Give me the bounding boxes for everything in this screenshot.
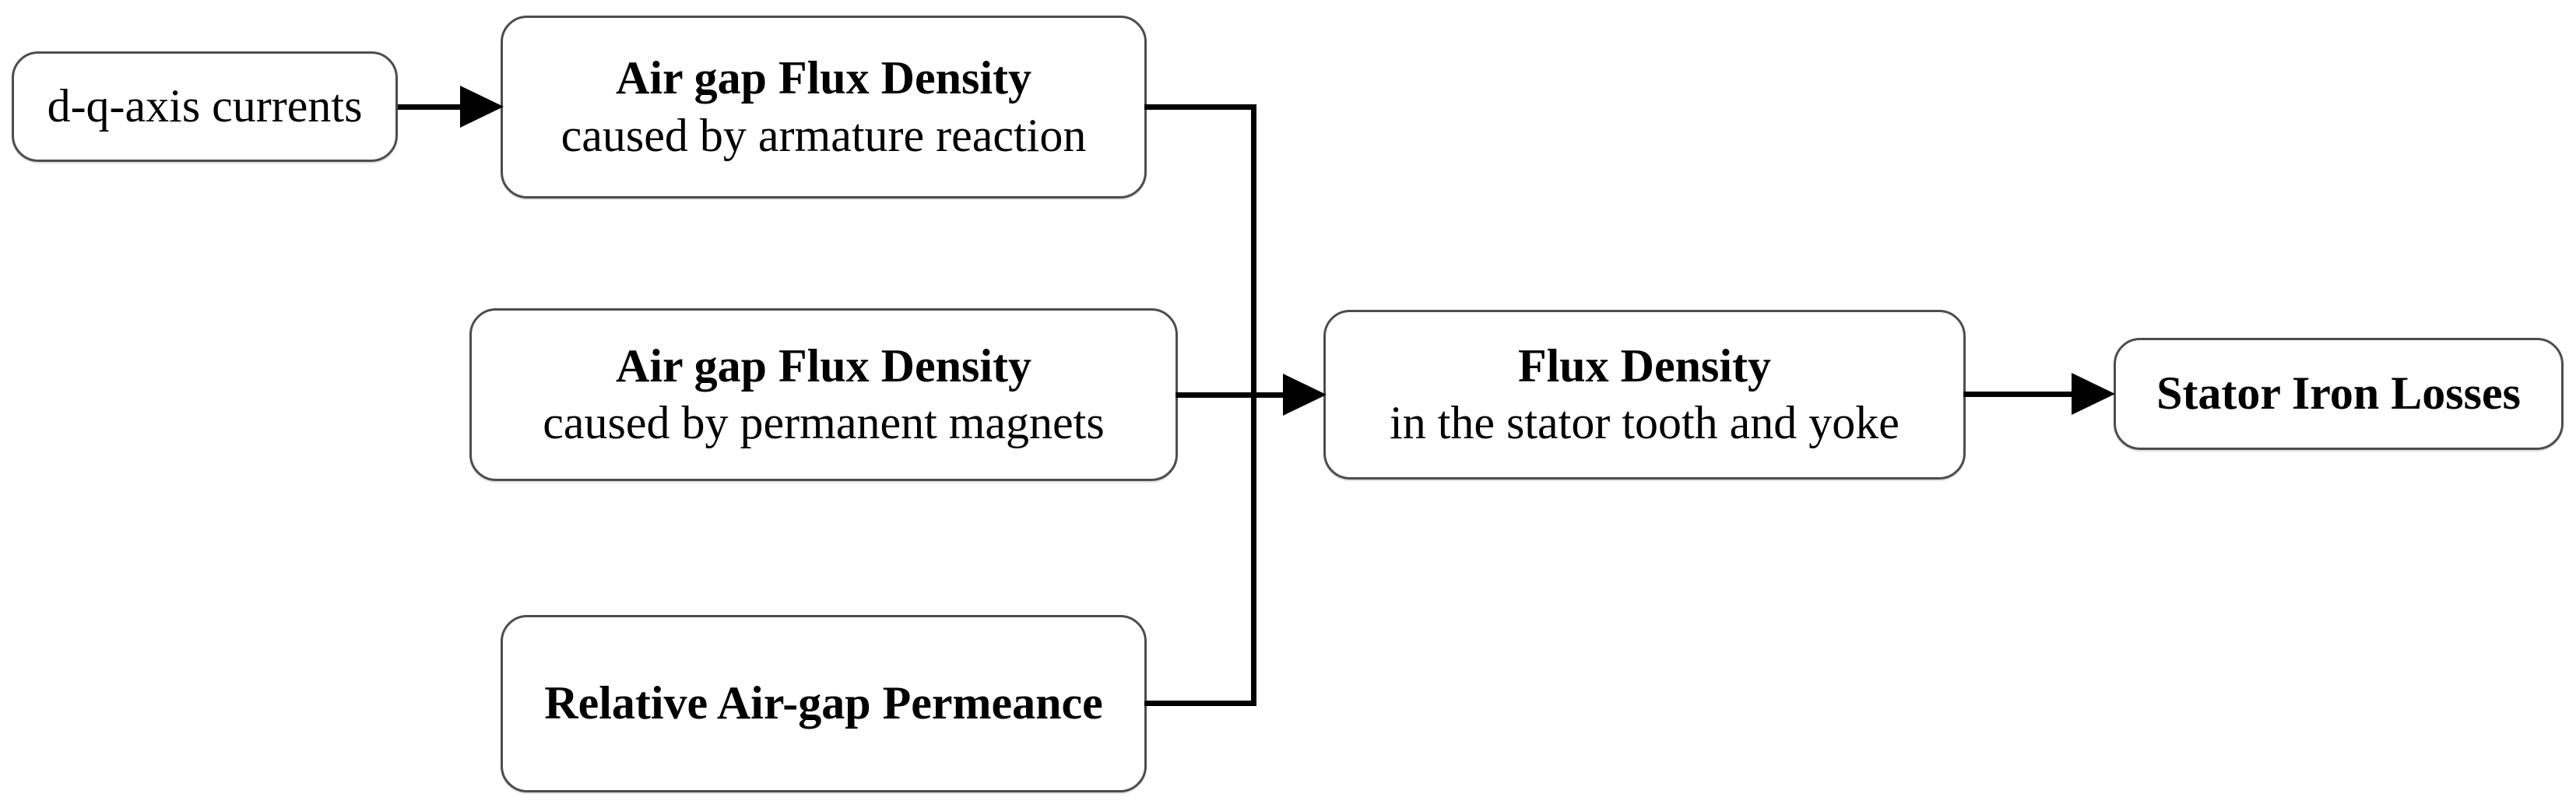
edge-merge-to-stator-arrowhead-icon [1283,374,1327,416]
node-relative-airgap-permeance-label: Relative Air-gap Permeance [544,677,1103,729]
edge-pm-to-stator-line [1176,392,1286,398]
node-relative-airgap-permeance: Relative Air-gap Permeance [501,615,1147,792]
node-flux-density-stator-title: Flux Density [1517,339,1772,392]
edge-stator-to-losses-line [1963,392,2074,397]
edge-armature-to-merge-line [1144,104,1256,110]
node-flux-density-stator: Flux Density in the stator tooth and yok… [1323,310,1966,480]
edge-dq-to-armature-arrowhead-icon [460,86,504,128]
edge-stator-to-losses-arrowhead-icon [2072,373,2115,415]
edge-dq-to-armature-line [398,104,469,110]
edge-permeance-to-merge-line [1144,701,1256,706]
node-stator-iron-losses: Stator Iron Losses [2114,338,2564,450]
node-stator-iron-losses-label: Stator Iron Losses [2156,367,2521,420]
node-dq-axis-currents-label: d-q-axis currents [47,80,363,132]
node-airgap-flux-permanent-magnets-subtitle: caused by permanent magnets [543,397,1105,448]
node-airgap-flux-armature-subtitle: caused by armature reaction [561,109,1087,161]
node-airgap-flux-permanent-magnets-title: Air gap Flux Density [616,339,1031,392]
node-flux-density-stator-subtitle: in the stator tooth and yoke [1390,397,1899,448]
node-airgap-flux-armature-title: Air gap Flux Density [616,52,1031,104]
node-airgap-flux-armature: Air gap Flux Density caused by armature … [501,16,1147,198]
node-airgap-flux-permanent-magnets: Air gap Flux Density caused by permanent… [469,308,1178,481]
node-dq-axis-currents: d-q-axis currents [12,51,398,162]
merge-vertical-line [1251,104,1256,706]
